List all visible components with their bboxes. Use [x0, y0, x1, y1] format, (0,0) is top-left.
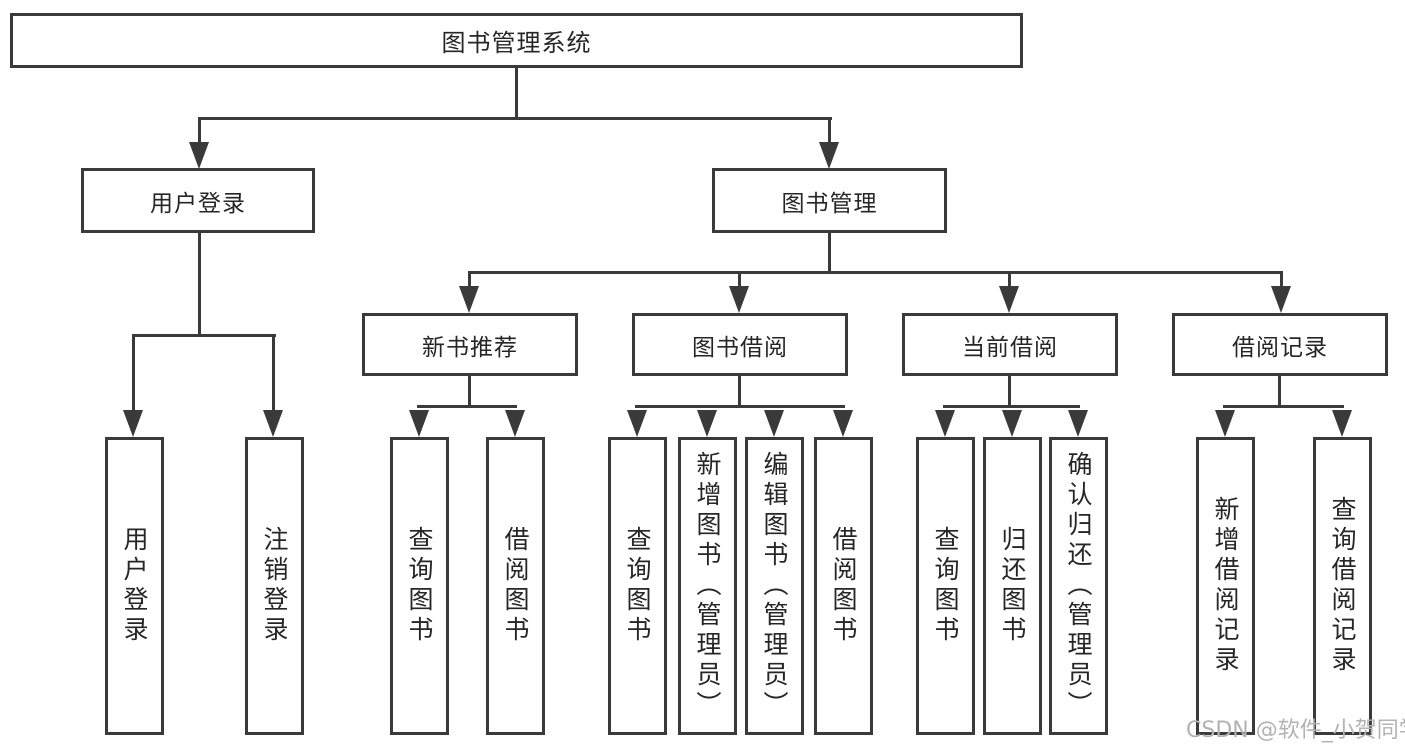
node-book-borrowing: 图书借阅 [632, 313, 848, 376]
connector-g4-hline [1223, 405, 1344, 408]
connector-drop-borrow-records [1280, 271, 1283, 289]
node-user-login-label: 用户登录 [150, 190, 246, 217]
arrowhead-icon [729, 286, 749, 313]
leaf-user-login-label: 用户登录 [120, 526, 149, 646]
arrowhead-icon [697, 410, 717, 437]
connector-drop-current-borrow [1008, 271, 1011, 289]
leaf-user-login: 用户登录 [105, 437, 164, 735]
leaf-query-books-recommend-label: 查询图书 [405, 526, 434, 646]
leaf-add-book-admin-label: 新增图书（管理员） [693, 451, 722, 721]
node-new-book-recommend-label: 新书推荐 [422, 334, 518, 361]
node-borrowing-records: 借阅记录 [1172, 313, 1388, 376]
connector-drop-leaf-logout [272, 334, 275, 412]
arrowhead-icon [833, 410, 853, 437]
connector-drop-book-management [828, 117, 831, 145]
connector-level2-hline [468, 271, 1283, 274]
leaf-add-book-admin: 新增图书（管理员） [678, 437, 737, 735]
node-current-borrowing-label: 当前借阅 [962, 334, 1058, 361]
node-root-system-label: 图书管理系统 [441, 29, 592, 57]
arrowhead-icon [189, 142, 209, 169]
leaf-return-books-label: 归还图书 [998, 526, 1027, 646]
connector-drop-leaf-login [132, 334, 135, 412]
leaf-query-books-current-label: 查询图书 [931, 526, 960, 646]
node-book-management: 图书管理 [712, 168, 947, 233]
leaf-add-borrow-record: 新增借阅记录 [1196, 437, 1255, 735]
connector-book-mgmt-stem [828, 233, 831, 274]
connector-g1-stem [468, 376, 471, 408]
connector-g3-hline [943, 405, 1080, 408]
leaf-logout-label: 注销登录 [260, 526, 289, 646]
arrowhead-icon [505, 410, 525, 437]
arrowhead-icon [1215, 410, 1235, 437]
watermark: CSDN @软件_小贺同学 [1186, 718, 1405, 743]
connector-level1-hline [198, 117, 832, 120]
arrowhead-icon [999, 286, 1019, 313]
connector-g3-stem [1008, 376, 1011, 408]
arrowhead-icon [1332, 410, 1352, 437]
connector-user-login-stem [198, 233, 201, 337]
node-book-borrowing-label: 图书借阅 [692, 334, 788, 361]
leaf-query-borrow-record: 查询借阅记录 [1313, 437, 1372, 735]
node-user-login: 用户登录 [81, 168, 315, 233]
arrowhead-icon [409, 410, 429, 437]
leaf-borrow-books-borrowing: 借阅图书 [814, 437, 873, 735]
node-new-book-recommend: 新书推荐 [362, 313, 578, 376]
arrowhead-icon [1271, 286, 1291, 313]
leaf-edit-book-admin: 编辑图书（管理员） [745, 437, 804, 735]
leaf-borrow-books-recommend-label: 借阅图书 [501, 526, 530, 646]
arrowhead-icon [1002, 410, 1022, 437]
leaf-query-books-borrowing-label: 查询图书 [623, 526, 652, 646]
leaf-confirm-return-admin: 确认归还（管理员） [1049, 437, 1108, 735]
arrowhead-icon [819, 142, 839, 169]
connector-g2-hline [635, 405, 845, 408]
leaf-query-books-recommend: 查询图书 [390, 437, 449, 735]
node-root-system: 图书管理系统 [10, 13, 1023, 68]
leaf-query-books-current: 查询图书 [916, 437, 975, 735]
connector-user-login-hline [132, 334, 276, 337]
arrowhead-icon [263, 410, 283, 437]
connector-g2-stem [738, 376, 741, 408]
connector-drop-book-borrow [738, 271, 741, 289]
leaf-logout: 注销登录 [245, 437, 304, 735]
arrowhead-icon [627, 410, 647, 437]
leaf-borrow-books-recommend: 借阅图书 [486, 437, 545, 735]
leaf-add-borrow-record-label: 新增借阅记录 [1211, 496, 1240, 676]
connector-drop-new-book [468, 271, 471, 289]
node-book-management-label: 图书管理 [781, 190, 878, 217]
arrowhead-icon [459, 286, 479, 313]
leaf-query-books-borrowing: 查询图书 [608, 437, 667, 735]
arrowhead-icon [1068, 410, 1088, 437]
connector-g4-stem [1278, 376, 1281, 408]
leaf-confirm-return-admin-label: 确认归还（管理员） [1064, 451, 1093, 721]
leaf-edit-book-admin-label: 编辑图书（管理员） [760, 451, 789, 721]
leaf-return-books: 归还图书 [983, 437, 1042, 735]
connector-g1-hline [417, 405, 517, 408]
connector-drop-user-login [198, 117, 201, 145]
arrowhead-icon [123, 410, 143, 437]
arrowhead-icon [935, 410, 955, 437]
node-borrowing-records-label: 借阅记录 [1232, 334, 1328, 361]
node-current-borrowing: 当前借阅 [902, 313, 1118, 376]
leaf-borrow-books-borrowing-label: 借阅图书 [829, 526, 858, 646]
connector-root-stem [515, 68, 518, 120]
leaf-query-borrow-record-label: 查询借阅记录 [1328, 496, 1357, 676]
arrowhead-icon [764, 410, 784, 437]
